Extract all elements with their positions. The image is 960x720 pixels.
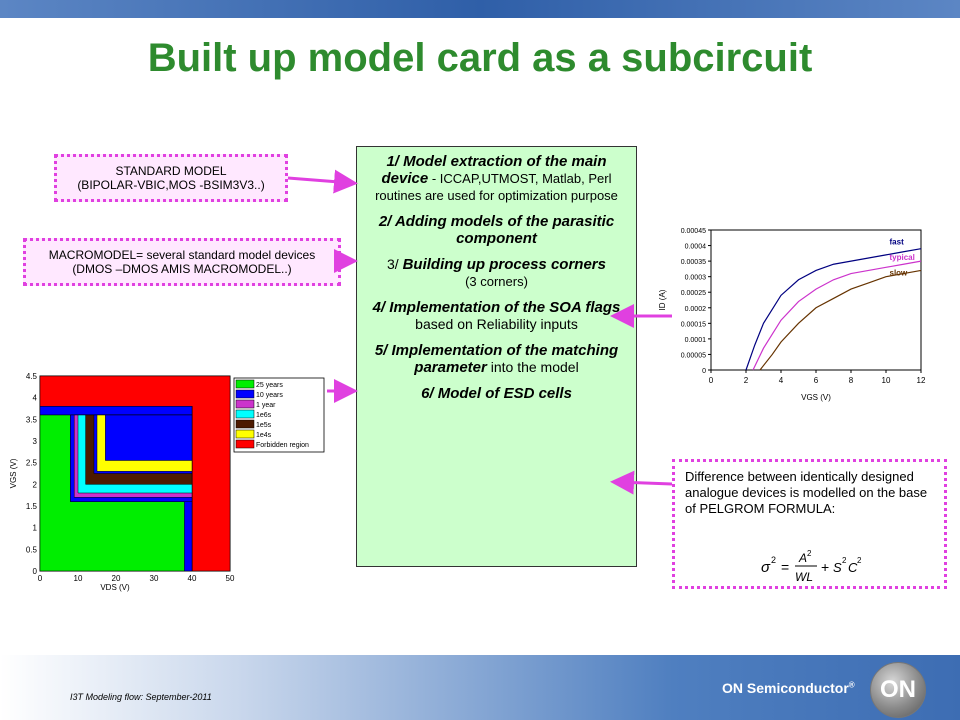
id-x-axis-label: VGS (V) bbox=[801, 393, 831, 402]
macromodel-box: MACROMODEL= several standard model devic… bbox=[23, 238, 341, 286]
soa-y-tick-label: 4.5 bbox=[26, 372, 38, 381]
soa-y-tick-label: 0.5 bbox=[26, 545, 38, 554]
id-series-fast-line bbox=[745, 248, 922, 371]
id-series-typical-line bbox=[752, 260, 922, 371]
step-2: 2/ Adding models of the parasitic compon… bbox=[378, 213, 615, 247]
soa-y-tick-label: 2.5 bbox=[26, 459, 38, 468]
id-y-tick-label: 0.0003 bbox=[685, 275, 707, 282]
flow-steps-box: 1/ Model extraction of the main device -… bbox=[356, 146, 637, 567]
id-y-tick-label: 0.00035 bbox=[681, 259, 706, 266]
id-vgs-chart: 0 0.00005 0.0001 0.00015 0.0002 0.00025 0.0003… bbox=[658, 228, 926, 402]
id-y-axis-label: ID (A) bbox=[658, 289, 667, 310]
id-x-tick-label: 8 bbox=[849, 376, 854, 385]
soa-legend-label: 1e5s bbox=[256, 422, 272, 429]
soa-legend-label: 1e4s bbox=[256, 432, 272, 439]
id-series-fast-label: fast bbox=[890, 237, 905, 246]
id-series-typical-label: typical bbox=[890, 253, 915, 262]
step-4: 4/ Implementation of the SOA flags based… bbox=[372, 299, 621, 332]
step-5: 5/ Implementation of the matching parame… bbox=[374, 342, 619, 376]
id-x-tick-label: 6 bbox=[814, 376, 819, 385]
soa-legend-swatch bbox=[235, 409, 255, 419]
soa-x-tick-label: 50 bbox=[226, 574, 235, 583]
soa-y-axis-label: VGS (V) bbox=[9, 458, 18, 488]
soa-legend-label: Forbidden region bbox=[256, 442, 309, 449]
step-3: 3/ Building up process corners(3 corners… bbox=[387, 256, 606, 289]
formula-exp-2: 2 bbox=[807, 549, 812, 558]
formula-plus: + bbox=[821, 559, 829, 575]
id-y-tick-label: 0.0004 bbox=[685, 244, 707, 251]
footer-caption: I3T Modeling flow: September-2011 bbox=[70, 692, 212, 702]
soa-legend-swatch bbox=[235, 399, 255, 409]
soa-y-tick-label: 3.5 bbox=[26, 415, 38, 424]
id-x-tick-label: 4 bbox=[779, 376, 784, 385]
on-logo: ON bbox=[870, 662, 926, 718]
id-series-slow-line bbox=[759, 269, 922, 371]
soa-x-tick-label: 0 bbox=[38, 574, 43, 583]
step-1: 1/ Model extraction of the main device -… bbox=[375, 153, 618, 203]
soa-band-3 bbox=[85, 414, 193, 485]
id-x-tick-label: 12 bbox=[917, 376, 926, 385]
id-y-tick-label: 0.0002 bbox=[685, 306, 707, 313]
standard-model-line2: (BIPOLAR-VBIC,MOS -BSIM3V3..) bbox=[77, 178, 265, 192]
soa-y-tick-label: 3 bbox=[33, 437, 38, 446]
formula-exp-1: 2 bbox=[771, 555, 776, 565]
soa-legend-swatch bbox=[235, 419, 255, 429]
id-x-tick-label: 0 bbox=[709, 376, 714, 385]
difference-box: Difference between identically designed … bbox=[672, 459, 947, 589]
formula-sigma: σ bbox=[761, 559, 771, 576]
id-y-tick-label: 0.00005 bbox=[681, 352, 706, 359]
soa-x-tick-label: 10 bbox=[74, 574, 83, 583]
soa-x-tick-label: 20 bbox=[112, 574, 121, 583]
soa-legend-swatch bbox=[235, 439, 255, 449]
pelgrom-formula: σ 2 = A 2 WL + S 2 C 2 bbox=[761, 549, 862, 584]
id-y-tick-label: 0 bbox=[702, 368, 706, 375]
soa-y-tick-label: 4 bbox=[33, 394, 38, 403]
soa-y-tick-label: 2 bbox=[33, 480, 38, 489]
soa-x-tick-label: 40 bbox=[188, 574, 197, 583]
id-x-tick-label: 2 bbox=[744, 376, 749, 385]
difference-text: Difference between identically designed … bbox=[685, 469, 928, 516]
id-x-tick-label: 10 bbox=[882, 376, 891, 385]
soa-legend-label: 1e6s bbox=[256, 412, 272, 419]
soa-y-tick-label: 0 bbox=[33, 567, 38, 576]
formula-exp-3: 2 bbox=[842, 556, 847, 565]
arrow-standard-to-box bbox=[287, 169, 358, 194]
macromodel-line2: (DMOS –DMOS AMIS MACROMODEL..) bbox=[72, 262, 292, 276]
footer-bar bbox=[0, 655, 960, 720]
brand-name: ON Semiconductor® bbox=[722, 680, 855, 696]
slide-title: Built up model card as a subcircuit bbox=[147, 36, 813, 80]
soa-legend-label: 1 year bbox=[256, 402, 276, 409]
top-banner bbox=[0, 0, 960, 18]
formula-s: S bbox=[833, 560, 842, 575]
id-plot-area bbox=[710, 229, 922, 371]
soa-y-tick-label: 1.5 bbox=[26, 502, 38, 511]
formula-equals: = bbox=[781, 559, 789, 575]
formula-c: C bbox=[848, 560, 858, 575]
soa-legend-label: 25 years bbox=[256, 382, 283, 389]
soa-legend-label: 10 years bbox=[256, 392, 283, 399]
id-series-slow-label: slow bbox=[890, 269, 909, 278]
standard-model-line1: STANDARD MODEL bbox=[115, 164, 227, 178]
soa-x-tick-label: 30 bbox=[150, 574, 159, 583]
soa-x-axis-label: VDS (V) bbox=[100, 583, 130, 592]
formula-numerator: A bbox=[798, 551, 807, 565]
formula-denominator: WL bbox=[795, 570, 813, 584]
soa-band-4 bbox=[96, 414, 193, 472]
id-y-tick-label: 0.00025 bbox=[681, 290, 706, 297]
soa-legend-swatch bbox=[235, 389, 255, 399]
standard-model-box: STANDARD MODEL (BIPOLAR-VBIC,MOS -BSIM3V… bbox=[54, 154, 288, 202]
soa-legend-swatch bbox=[235, 379, 255, 389]
soa-legend-swatch bbox=[235, 429, 255, 439]
id-y-tick-label: 0.00015 bbox=[681, 321, 706, 328]
macromodel-line1: MACROMODEL= several standard model devic… bbox=[48, 248, 316, 262]
formula-exp-4: 2 bbox=[857, 556, 862, 565]
id-y-tick-label: 0.00045 bbox=[681, 228, 706, 235]
step-6: 6/ Model of ESD cells bbox=[421, 385, 572, 402]
soa-y-tick-label: 1 bbox=[33, 524, 38, 533]
id-y-tick-label: 0.0001 bbox=[685, 337, 707, 344]
